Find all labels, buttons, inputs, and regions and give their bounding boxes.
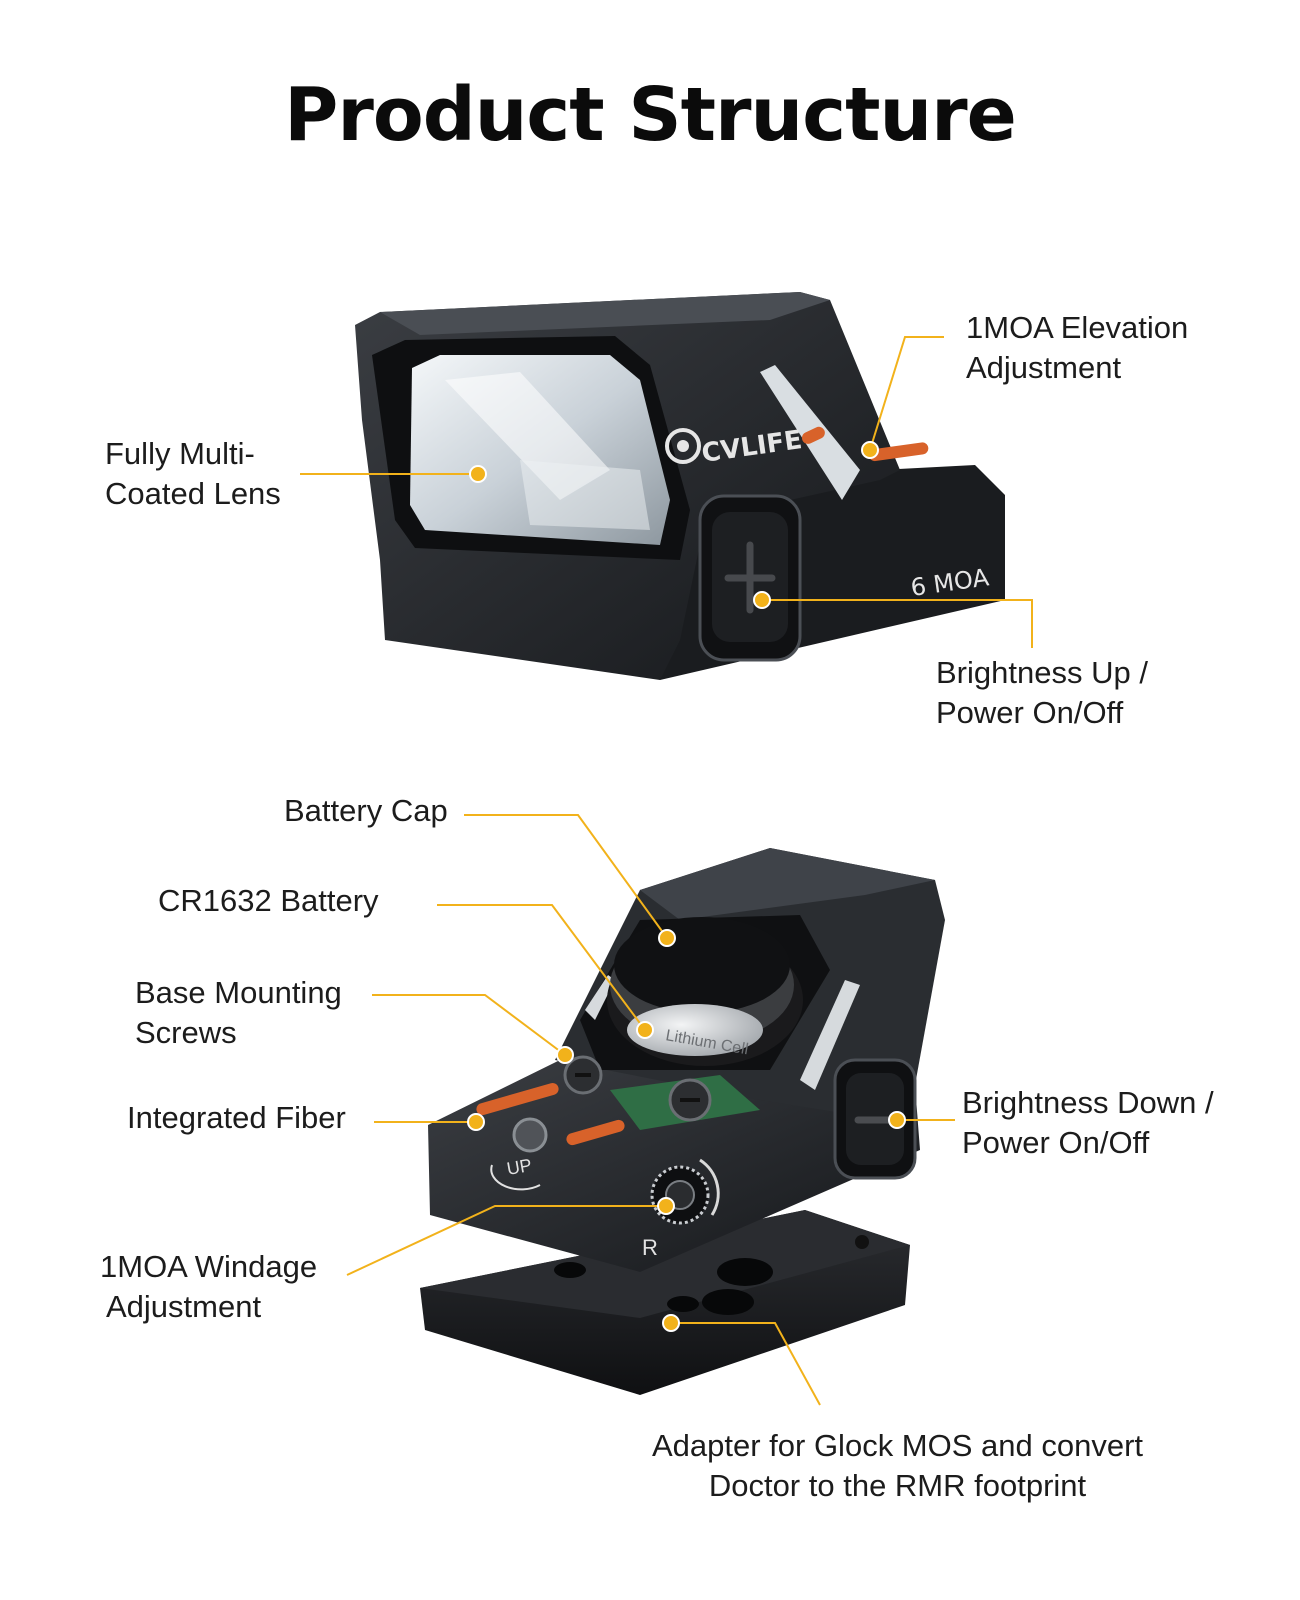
top-red-dot-sight: CVLIFE 6 MOA xyxy=(355,292,1005,680)
label-adapter-plate: Adapter for Glock MOS and convert Doctor… xyxy=(651,1428,1144,1503)
label-fully-multi-coated-lens: Fully Multi- Coated Lens xyxy=(105,436,281,511)
label-battery-cap: Battery Cap xyxy=(284,793,448,828)
bottom-leader-lines xyxy=(346,814,955,1406)
windage-dial-r-marking: R xyxy=(642,1235,658,1260)
base-mounting-screws xyxy=(563,1055,712,1122)
label-cr1632-battery: CR1632 Battery xyxy=(158,883,379,918)
cr1632-battery: Lithium Cell xyxy=(607,917,803,1066)
top-leader-dots xyxy=(469,441,879,609)
label-brightness-down-power: Brightness Down / Power On/Off xyxy=(962,1085,1214,1160)
adapter-plate xyxy=(420,1210,910,1395)
top-leader-lines xyxy=(300,336,1033,648)
elevation-up-marking: UP xyxy=(505,1155,533,1179)
battery-cap xyxy=(614,917,790,1013)
brand-logo-icon xyxy=(665,428,701,464)
integrated-fiber xyxy=(476,1082,625,1146)
bottom-red-dot-sight: Lithium Cell R UP xyxy=(428,848,945,1272)
label-base-mounting-screws: Base Mounting Screws xyxy=(135,975,342,1050)
page-title: Product Structure xyxy=(284,72,1017,158)
elevation-fiber xyxy=(868,442,929,462)
label-integrated-fiber: Integrated Fiber xyxy=(127,1100,346,1135)
label-brightness-up-power: Brightness Up / Power On/Off xyxy=(936,655,1148,730)
bottom-leader-dots xyxy=(467,929,906,1332)
label-1moa-elevation-adjustment: 1MOA Elevation Adjustment xyxy=(966,310,1189,385)
label-1moa-windage-adjustment: 1MOA Windage Adjustment xyxy=(100,1249,318,1324)
